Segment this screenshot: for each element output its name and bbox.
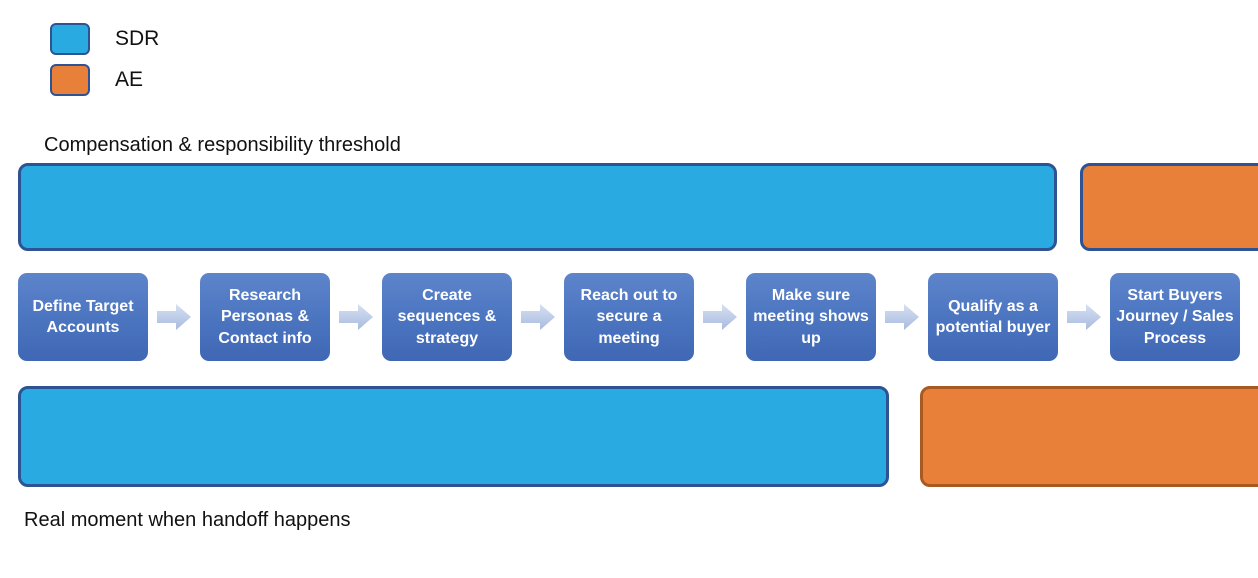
- legend-label-sdr: SDR: [115, 27, 160, 50]
- process-step-label: Make sure meeting shows up: [753, 287, 869, 347]
- bottom-band-ae: [920, 386, 1258, 487]
- bottom-band-sdr: [18, 386, 889, 487]
- top-band-ae: [1080, 163, 1258, 251]
- process-chain: Define Target Accounts Research Personas…: [18, 273, 1258, 361]
- chain-arrow-icon: [694, 299, 746, 335]
- chain-arrow-icon: [330, 299, 382, 335]
- process-step-create-sequences[interactable]: Create sequences & strategy: [382, 273, 512, 361]
- sdr-swatch-icon: [50, 22, 90, 55]
- top-band-sdr: [18, 163, 1057, 251]
- process-step-define-target-accounts[interactable]: Define Target Accounts: [18, 273, 148, 361]
- process-step-label: Qualify as a potential buyer: [935, 297, 1051, 336]
- legend-item-ae: AE: [50, 59, 159, 100]
- chain-arrow-icon: [512, 299, 564, 335]
- chain-arrow-icon: [876, 299, 928, 335]
- process-step-research-personas[interactable]: Research Personas & Contact info: [200, 273, 330, 361]
- chain-arrow-icon: [148, 299, 200, 335]
- process-step-label: Define Target Accounts: [32, 297, 134, 336]
- process-step-label: Create sequences & strategy: [397, 287, 497, 347]
- legend-label-ae: AE: [115, 68, 144, 91]
- process-step-meeting-shows-up[interactable]: Make sure meeting shows up: [746, 273, 876, 361]
- ae-swatch-icon: [50, 63, 90, 96]
- process-step-start-buyers-journey[interactable]: Start Buyers Journey / Sales Process: [1110, 273, 1240, 361]
- process-step-label: Start Buyers Journey / Sales Process: [1116, 287, 1234, 347]
- process-step-label: Reach out to secure a meeting: [580, 287, 678, 347]
- process-step-label: Research Personas & Contact info: [218, 287, 312, 347]
- chain-arrow-icon: [1058, 299, 1110, 335]
- legend: SDR AE: [50, 18, 159, 100]
- process-step-reach-out[interactable]: Reach out to secure a meeting: [564, 273, 694, 361]
- handoff-moment-caption: Real moment when handoff happens: [24, 509, 351, 531]
- process-step-qualify-buyer[interactable]: Qualify as a potential buyer: [928, 273, 1058, 361]
- legend-item-sdr: SDR: [50, 18, 159, 59]
- compensation-threshold-caption: Compensation & responsibility threshold: [44, 134, 401, 156]
